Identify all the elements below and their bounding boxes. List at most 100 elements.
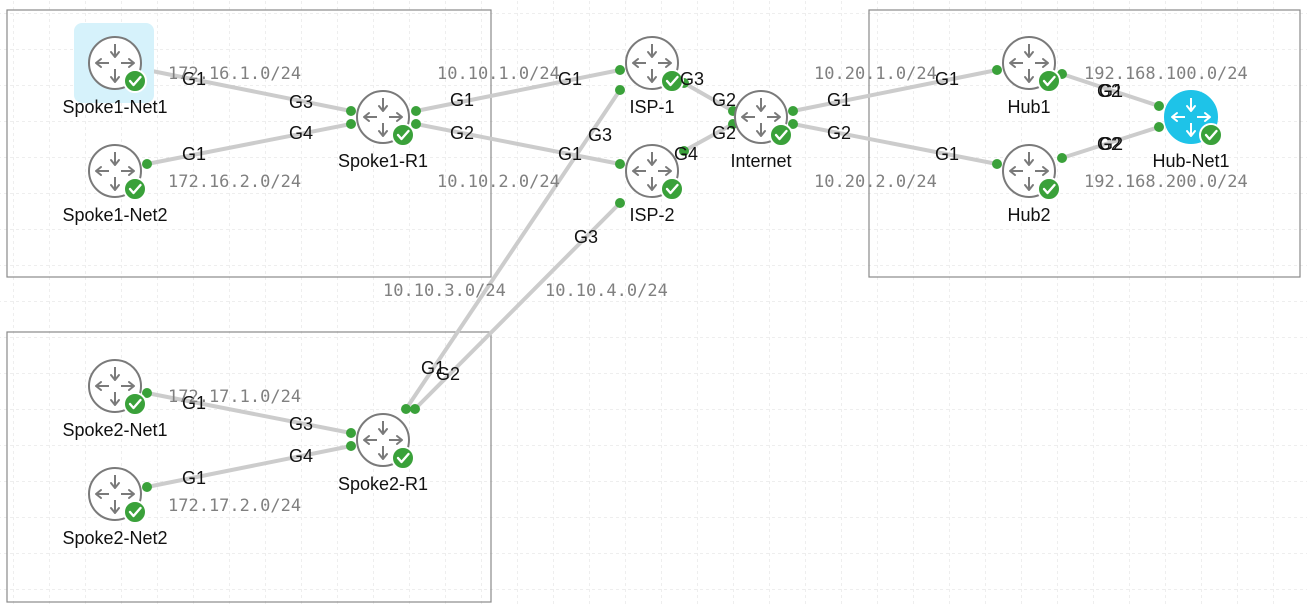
status-ok-icon bbox=[1037, 69, 1061, 93]
link-spoke2-net2-spoke2-r1[interactable] bbox=[146, 444, 352, 489]
node-spoke2-r1[interactable]: Spoke2-R1 bbox=[338, 413, 428, 494]
node-label: Spoke1-Net2 bbox=[62, 205, 167, 225]
link-internet-hub2[interactable] bbox=[792, 122, 998, 166]
port-isp-1-g3[interactable] bbox=[615, 85, 625, 95]
status-ok-icon bbox=[123, 69, 147, 93]
port-spoke2-r1-g3[interactable] bbox=[346, 428, 356, 438]
port-spoke2-r1-g2[interactable] bbox=[410, 404, 420, 414]
status-ok-icon bbox=[391, 446, 415, 470]
port-spoke2-r1-g4[interactable] bbox=[346, 441, 356, 451]
spoke1-site-box[interactable] bbox=[6, 9, 492, 278]
node-internet[interactable]: Internet bbox=[730, 90, 793, 171]
link-spoke1-r1-isp-2[interactable] bbox=[415, 122, 621, 166]
link-isp-1-internet[interactable] bbox=[683, 81, 734, 113]
subnet-labels-layer: 172.16.1.0/24 172.16.2.0/24 10.10.1.0/24… bbox=[168, 64, 1248, 516]
status-ok-icon bbox=[391, 123, 415, 147]
link-spoke2-net1-spoke2-r1[interactable] bbox=[146, 391, 352, 435]
iface-label-hub1-g2: G2 bbox=[1097, 81, 1121, 101]
link-spoke1-net2-spoke1-r1[interactable] bbox=[146, 122, 352, 166]
node-isp-1[interactable]: ISP-1 bbox=[625, 36, 684, 117]
iface-label-internet-g2b: G2 bbox=[712, 123, 736, 143]
node-label: Hub2 bbox=[1007, 205, 1050, 225]
node-hub1[interactable]: Hub1 bbox=[1002, 36, 1061, 117]
port-spoke1-r1-g1[interactable] bbox=[411, 106, 421, 116]
iface-label-spoke1-r1-g1: G1 bbox=[450, 90, 474, 110]
link-hub1-hub-net1[interactable] bbox=[1061, 72, 1160, 108]
port-spoke1-net2-g1[interactable] bbox=[142, 159, 152, 169]
port-spoke2-net1-g1[interactable] bbox=[142, 388, 152, 398]
node-isp-2[interactable]: ISP-2 bbox=[625, 144, 684, 225]
subnet-label-10-10-3: 10.10.3.0/24 bbox=[383, 281, 506, 301]
port-hub-net1-g1[interactable] bbox=[1154, 101, 1164, 111]
node-label: ISP-1 bbox=[629, 97, 674, 117]
node-spoke1-r1[interactable]: Spoke1-R1 bbox=[338, 90, 428, 171]
node-spoke2-net2[interactable]: Spoke2-Net2 bbox=[62, 467, 168, 548]
node-spoke1-net1[interactable]: Spoke1-Net1 bbox=[62, 23, 168, 117]
subnet-label-10-20-1: 10.20.1.0/24 bbox=[814, 64, 937, 84]
hub-site-box[interactable] bbox=[868, 9, 1301, 278]
port-internet-g2[interactable] bbox=[788, 119, 798, 129]
link-spoke2-r1-isp-2[interactable] bbox=[413, 201, 622, 411]
port-hub1-g1[interactable] bbox=[992, 65, 1002, 75]
iface-label-hub1-g1: G1 bbox=[935, 69, 959, 89]
node-label: Internet bbox=[730, 151, 791, 171]
node-label: Hub-Net1 bbox=[1152, 151, 1229, 171]
iface-label-hub-net1-g1: G1 bbox=[1099, 81, 1123, 101]
port-isp-2-g4[interactable] bbox=[679, 146, 689, 156]
node-hub2[interactable]: Hub2 bbox=[1002, 144, 1061, 225]
link-hub2-hub-net1[interactable] bbox=[1061, 125, 1160, 160]
iface-label-spoke2-net2-g1: G1 bbox=[182, 468, 206, 488]
iface-label-hub2-g1: G1 bbox=[935, 144, 959, 164]
port-isp-2-g3[interactable] bbox=[615, 198, 625, 208]
node-spoke1-net2[interactable]: Spoke1-Net2 bbox=[62, 144, 168, 225]
node-label: ISP-2 bbox=[629, 205, 674, 225]
iface-label-spoke1-net1-g1: G1 bbox=[182, 69, 206, 89]
iface-label-isp-1-g3-spoke2: G3 bbox=[588, 125, 612, 145]
iface-label-spoke2-r1-g1: G1 bbox=[421, 358, 445, 378]
iface-label-spoke1-r1-g2: G2 bbox=[450, 123, 474, 143]
status-ok-icon bbox=[660, 69, 684, 93]
link-isp-2-internet[interactable] bbox=[683, 122, 734, 153]
iface-label-internet-g2a: G2 bbox=[712, 90, 736, 110]
node-label: Spoke2-Net1 bbox=[62, 420, 167, 440]
iface-label-spoke1-r1-g4: G4 bbox=[289, 123, 313, 143]
port-spoke1-r1-g4[interactable] bbox=[346, 119, 356, 129]
port-spoke1-r1-g2[interactable] bbox=[411, 119, 421, 129]
iface-label-spoke2-r1-g4: G4 bbox=[289, 446, 313, 466]
iface-label-spoke1-net2-g1: G1 bbox=[182, 144, 206, 164]
subnet-label-172-17-2: 172.17.2.0/24 bbox=[168, 496, 301, 516]
port-hub-net1-g2[interactable] bbox=[1154, 122, 1164, 132]
link-internet-hub1[interactable] bbox=[792, 68, 998, 113]
node-label: Spoke1-R1 bbox=[338, 151, 428, 171]
port-isp-2-g1[interactable] bbox=[615, 159, 625, 169]
port-hub2-g2[interactable] bbox=[1057, 153, 1067, 163]
iface-label-internet-g2: G2 bbox=[827, 123, 851, 143]
link-spoke1-net1-spoke1-r1[interactable] bbox=[146, 68, 352, 113]
subnet-label-172-16-2: 172.16.2.0/24 bbox=[168, 172, 301, 192]
status-ok-icon bbox=[1037, 177, 1061, 201]
port-isp-1-g1[interactable] bbox=[615, 65, 625, 75]
link-spoke1-r1-isp-1[interactable] bbox=[415, 68, 621, 113]
subnet-label-172-17-1: 172.17.1.0/24 bbox=[168, 387, 301, 407]
iface-label-isp-2-g1: G1 bbox=[558, 144, 582, 164]
subnet-label-10-10-1: 10.10.1.0/24 bbox=[437, 64, 560, 84]
subnet-label-172-16-1: 172.16.1.0/24 bbox=[168, 64, 301, 84]
node-label: Spoke2-R1 bbox=[338, 474, 428, 494]
nodes-layer: Spoke1-Net1 Spoke1-Net2 Spoke1-R1 ISP-1 … bbox=[62, 23, 1230, 548]
node-spoke2-net1[interactable]: Spoke2-Net1 bbox=[62, 359, 168, 440]
port-spoke2-r1-g1[interactable] bbox=[401, 404, 411, 414]
subnet-label-192-168-200: 192.168.200.0/24 bbox=[1084, 172, 1248, 192]
link-spoke2-r1-isp-1[interactable] bbox=[404, 88, 622, 411]
port-hub2-g1[interactable] bbox=[992, 159, 1002, 169]
node-hub-net1[interactable]: Hub-Net1 bbox=[1152, 90, 1230, 171]
iface-label-spoke2-net1-g1: G1 bbox=[182, 393, 206, 413]
links-layer bbox=[146, 68, 1160, 489]
status-ok-icon bbox=[660, 177, 684, 201]
status-ok-icon bbox=[123, 177, 147, 201]
port-internet-g1[interactable] bbox=[788, 106, 798, 116]
port-spoke1-r1-g3[interactable] bbox=[346, 106, 356, 116]
spoke2-site-box[interactable] bbox=[6, 331, 492, 603]
iface-label-spoke2-r1-g3: G3 bbox=[289, 414, 313, 434]
port-spoke2-net2-g1[interactable] bbox=[142, 482, 152, 492]
